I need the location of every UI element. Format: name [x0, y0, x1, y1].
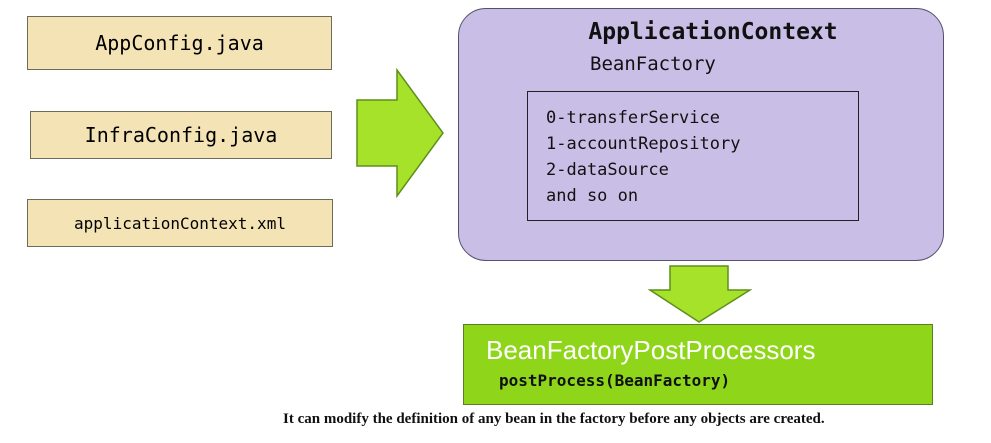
bean-item: 0-transferService — [546, 108, 720, 128]
right-arrow-icon — [356, 68, 444, 198]
down-arrow-icon — [648, 265, 752, 323]
application-context-title: ApplicationContext — [588, 19, 838, 45]
post-process-method-label: postProcess(BeanFactory) — [499, 371, 731, 390]
appconfig-java-box: AppConfig.java — [27, 16, 332, 70]
bean-definition-list: 0-transferService 1-accountRepository 2-… — [527, 91, 859, 221]
application-context-xml-box: applicationContext.xml — [27, 199, 333, 247]
bean-item: and so on — [546, 186, 639, 206]
diagram-caption: It can modify the definition of any bean… — [283, 411, 825, 427]
bean-item: 1-accountRepository — [546, 134, 741, 154]
infraconfig-java-label: InfraConfig.java — [84, 123, 278, 147]
bean-item: 2-dataSource — [546, 160, 669, 180]
bean-factory-subtitle: BeanFactory — [590, 53, 716, 75]
infraconfig-java-box: InfraConfig.java — [30, 111, 332, 159]
appconfig-java-label: AppConfig.java — [95, 31, 264, 55]
post-processors-title: BeanFactoryPostProcessors — [486, 335, 816, 365]
bean-factory-post-processors-box: BeanFactoryPostProcessors postProcess(Be… — [463, 324, 933, 405]
application-context-box: ApplicationContext BeanFactory 0-transfe… — [458, 8, 944, 261]
application-context-xml-label: applicationContext.xml — [74, 213, 286, 233]
